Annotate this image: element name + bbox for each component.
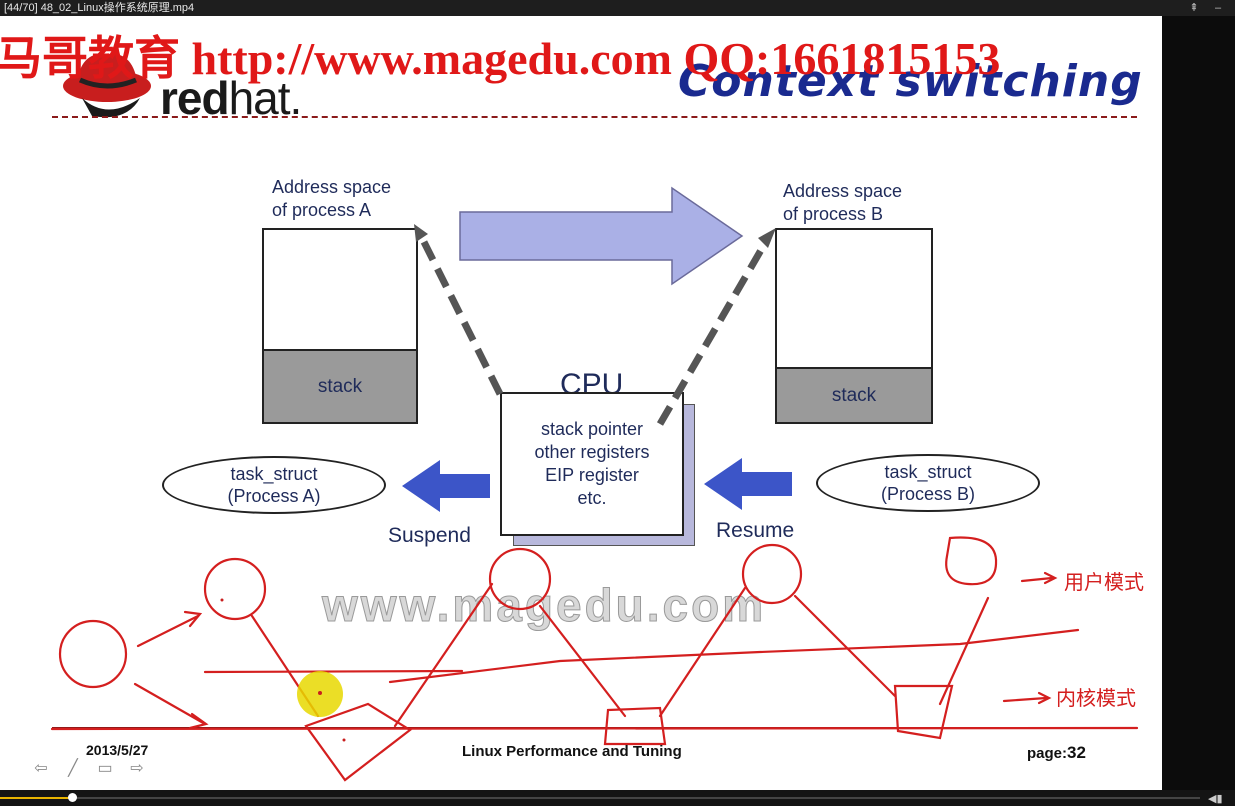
task-struct-a: task_struct (Process A) <box>162 456 386 514</box>
footer-title: Linux Performance and Tuning <box>462 743 682 760</box>
right-black-pane <box>1162 16 1235 790</box>
address-a-line2: of process A <box>272 200 372 220</box>
redhat-logo-icon <box>63 53 151 118</box>
volume-icon[interactable]: ◀▮ <box>1208 793 1223 805</box>
suspend-label: Suspend <box>388 524 471 547</box>
slide-nav: ⇦ ╱ ▭ ⇨ <box>30 760 158 780</box>
middle-watermark: www.magedu.com <box>321 579 767 632</box>
cpu-box: stack pointer other registers EIP regist… <box>500 392 684 536</box>
pin-icon[interactable]: ⇞ <box>1189 2 1199 14</box>
cpu-line-etc: etc. <box>577 488 607 508</box>
address-a-label: Address space of process A <box>272 176 391 222</box>
seek-progress <box>0 797 72 799</box>
seek-knob[interactable] <box>68 793 77 802</box>
page-label: page: <box>1027 745 1068 762</box>
seek-track[interactable] <box>0 797 1200 799</box>
footer-page: page:32 <box>1027 743 1086 763</box>
logo-bold: red <box>160 72 230 124</box>
player-controls[interactable]: ◀▮ <box>0 790 1235 806</box>
redhat-logo-text: redhat. <box>160 71 303 125</box>
resume-label: Resume <box>716 519 795 542</box>
window-titlebar: [44/70] 48_02_Linux操作系统原理.mp4 ⇞ – <box>0 0 1235 16</box>
resume-arrow-icon <box>704 458 792 510</box>
title-divider <box>52 116 1137 118</box>
process-b-address-space: stack <box>775 228 933 424</box>
task-b-line2: (Process B) <box>880 484 976 504</box>
hand-drawn-annotations <box>50 536 1139 782</box>
window-title: [44/70] 48_02_Linux操作系统原理.mp4 <box>4 2 195 14</box>
task-b-line1: task_struct <box>884 462 972 482</box>
task-a-line1: task_struct <box>230 464 318 484</box>
previous-slide-icon[interactable]: ⇦ <box>34 760 48 777</box>
slide: redhat. Context switching Address space … <box>0 16 1162 790</box>
user-mode-annotation: 用户模式 <box>1064 570 1144 594</box>
start-circle <box>58 619 128 689</box>
dashed-link-b <box>656 236 772 426</box>
address-b-label: Address space of process B <box>783 180 902 226</box>
top-watermark: 马哥教育 http://www.magedu.com QQ:1661815153 <box>0 33 1001 84</box>
address-b-line1: Address space <box>783 181 903 201</box>
process-a-address-space: stack <box>262 228 418 424</box>
process-a-stack: stack <box>264 349 416 422</box>
user-circle-1 <box>203 557 267 621</box>
logo-suffix: . <box>289 72 303 124</box>
cpu-line-eip-register: EIP register <box>545 465 639 485</box>
logo-light: hat <box>228 72 291 124</box>
page-number: 32 <box>1067 743 1086 762</box>
kernel-mode-annotation: 内核模式 <box>1056 686 1136 710</box>
slide-title: Context switching <box>678 56 1143 107</box>
address-b-line2: of process B <box>783 204 884 224</box>
task-struct-b: task_struct (Process B) <box>816 454 1040 512</box>
footer-date: 2013/5/27 <box>86 742 149 758</box>
pen-icon[interactable]: ╱ <box>68 760 78 777</box>
minimize-icon[interactable]: – <box>1214 2 1222 14</box>
context-switch-arrow <box>459 186 744 286</box>
next-slide-icon[interactable]: ⇨ <box>130 760 144 777</box>
task-a-line2: (Process A) <box>227 486 321 506</box>
menu-icon[interactable]: ▭ <box>97 760 113 777</box>
address-a-line1: Address space <box>272 177 392 197</box>
suspend-arrow-icon <box>402 460 490 512</box>
cpu-line-stack-pointer: stack pointer <box>540 419 644 439</box>
cpu-line-other-registers: other registers <box>534 442 650 462</box>
process-b-stack: stack <box>777 367 931 422</box>
